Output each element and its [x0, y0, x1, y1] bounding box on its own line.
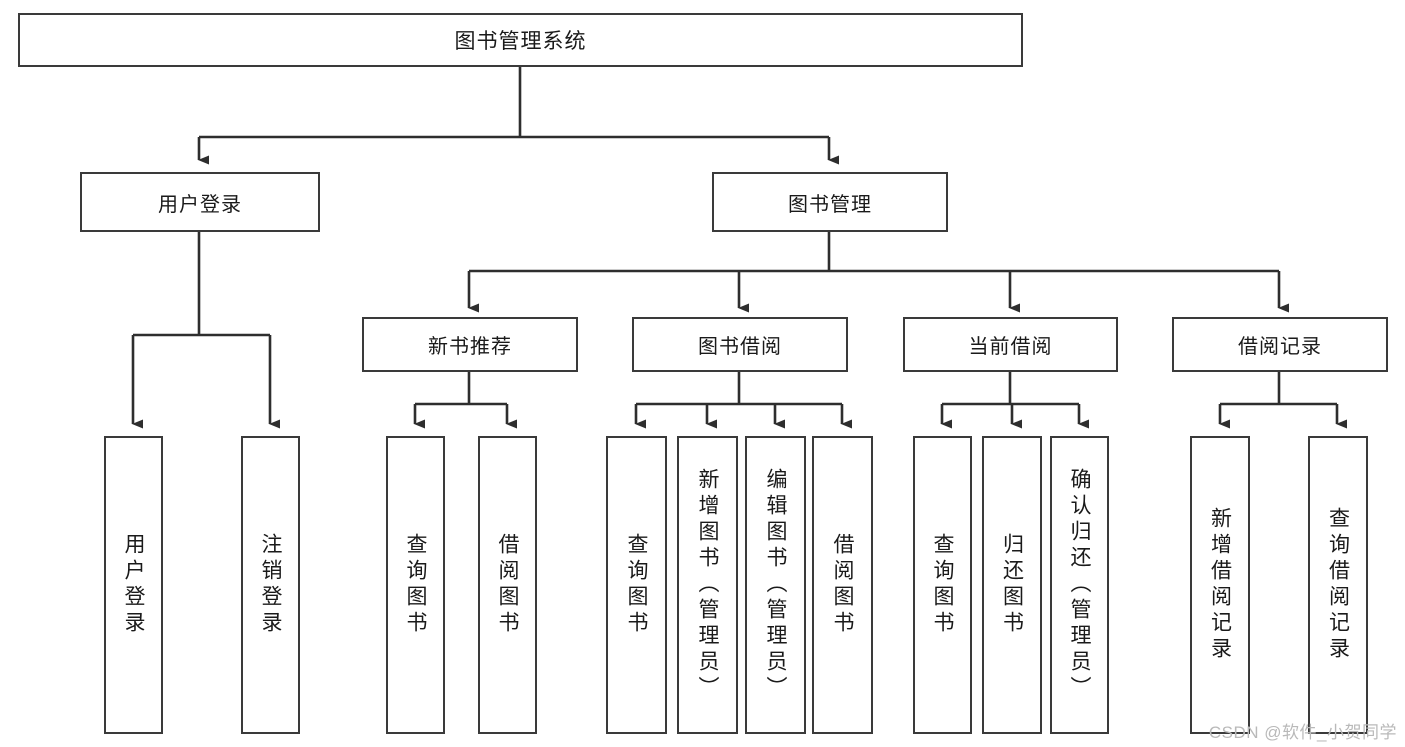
node-leaf-confirm-return-label: 确认归还（管理员） — [1068, 468, 1091, 702]
node-leaf-logout-login-label: 注销登录 — [259, 533, 282, 637]
node-leaf-add-book-label: 新增图书（管理员） — [696, 468, 719, 702]
node-leaf-query-record-label: 查询借阅记录 — [1326, 507, 1350, 663]
node-root-label: 图书管理系统 — [454, 30, 587, 53]
node-leaf-user-login[interactable]: 用户登录 — [104, 436, 163, 734]
node-book-manage-label: 图书管理 — [788, 193, 872, 216]
node-leaf-query-book-2-label: 查询图书 — [625, 533, 648, 637]
node-leaf-query-book-3[interactable]: 查询图书 — [913, 436, 972, 734]
node-leaf-add-book[interactable]: 新增图书（管理员） — [677, 436, 738, 734]
node-leaf-add-record[interactable]: 新增借阅记录 — [1190, 436, 1250, 734]
node-current-borrow-label: 当前借阅 — [968, 336, 1053, 358]
node-leaf-query-record[interactable]: 查询借阅记录 — [1308, 436, 1368, 734]
node-leaf-query-book-1[interactable]: 查询图书 — [386, 436, 445, 734]
node-leaf-query-book-3-label: 查询图书 — [931, 533, 954, 637]
node-leaf-query-book-1-label: 查询图书 — [404, 533, 427, 637]
node-leaf-edit-book[interactable]: 编辑图书（管理员） — [745, 436, 806, 734]
node-borrow-record-label: 借阅记录 — [1238, 336, 1322, 358]
node-new-book-recommend[interactable]: 新书推荐 — [362, 317, 578, 372]
node-borrow-record[interactable]: 借阅记录 — [1172, 317, 1388, 372]
node-leaf-return-book-label: 归还图书 — [1000, 533, 1024, 637]
node-leaf-logout-login[interactable]: 注销登录 — [241, 436, 300, 734]
node-leaf-borrow-book-1[interactable]: 借阅图书 — [478, 436, 537, 734]
node-book-manage[interactable]: 图书管理 — [712, 172, 948, 232]
node-new-book-recommend-label: 新书推荐 — [428, 336, 512, 358]
node-leaf-query-book-2[interactable]: 查询图书 — [606, 436, 667, 734]
csdn-watermark: CSDN @软件_小贺同学 — [1208, 723, 1397, 742]
node-root[interactable]: 图书管理系统 — [18, 13, 1023, 67]
node-book-borrow[interactable]: 图书借阅 — [632, 317, 848, 372]
node-leaf-add-record-label: 新增借阅记录 — [1208, 507, 1232, 663]
node-user-login-label: 用户登录 — [158, 193, 242, 216]
node-user-login[interactable]: 用户登录 — [80, 172, 320, 232]
node-book-borrow-label: 图书借阅 — [698, 336, 782, 358]
node-leaf-user-login-label: 用户登录 — [122, 533, 145, 637]
node-current-borrow[interactable]: 当前借阅 — [903, 317, 1118, 372]
node-leaf-borrow-book-1-label: 借阅图书 — [496, 533, 519, 637]
node-leaf-borrow-book-2-label: 借阅图书 — [831, 533, 854, 637]
node-leaf-return-book[interactable]: 归还图书 — [982, 436, 1042, 734]
node-leaf-borrow-book-2[interactable]: 借阅图书 — [812, 436, 873, 734]
node-leaf-edit-book-label: 编辑图书（管理员） — [764, 468, 787, 702]
node-leaf-confirm-return[interactable]: 确认归还（管理员） — [1050, 436, 1109, 734]
